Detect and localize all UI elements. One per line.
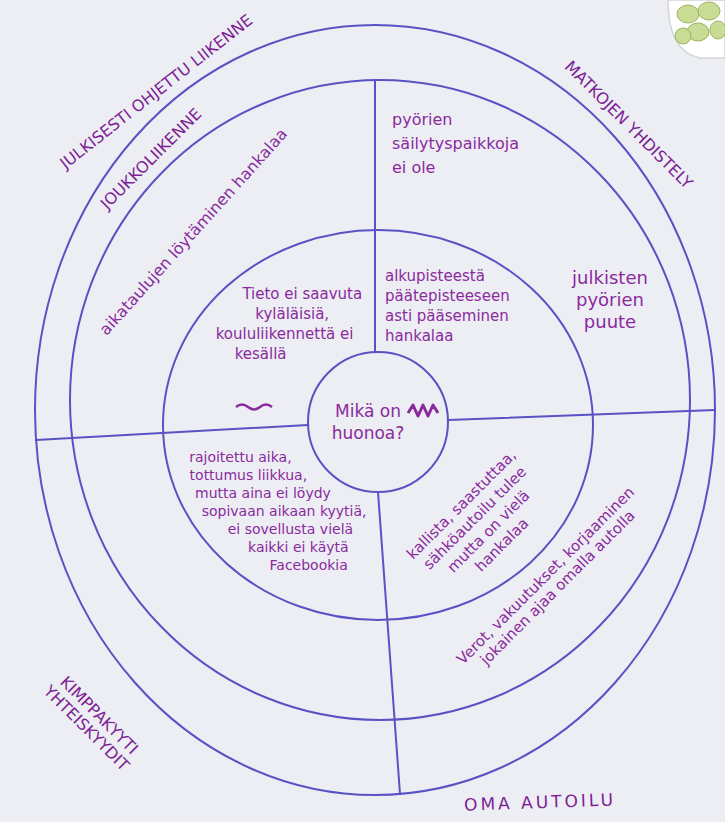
text-slot: MATKOJEN YHDISTELY <box>560 58 695 193</box>
ring-text: MATKOJEN YHDISTELY <box>560 58 695 193</box>
ring-text: alkupisteestä päätepisteeseen asti pääse… <box>385 266 515 346</box>
ring-text: julkisten pyörien puute <box>560 267 660 333</box>
divider-line <box>374 80 376 352</box>
text-slot: OMA AUTOILU <box>464 789 617 814</box>
circle-outline <box>70 80 690 720</box>
text-slot: KIMPPAKYYTI YHTEISKYYDIT <box>35 665 149 779</box>
ring-text: OMA AUTOILU <box>464 789 617 814</box>
grape <box>675 28 691 44</box>
circle-line <box>35 25 715 795</box>
ring-text: KIMPPAKYYTI YHTEISKYYDIT <box>35 665 149 779</box>
text-slot: rajoitettu aika, tottumus liikkua, mutta… <box>160 448 372 600</box>
wrap-guide <box>165 284 237 420</box>
divider-line <box>378 492 400 794</box>
ring-text: Mikä on huonoa? <box>323 400 413 444</box>
grape <box>710 21 725 39</box>
outer-circle: Mikä on huonoa? Tieto ei saavuta kyläläis… <box>35 25 715 795</box>
text-slot: Tieto ei saavuta kyläläisiä, koululiiken… <box>165 284 372 420</box>
inner-ring-circle: Mikä on huonoa? Tieto ei saavuta kyläläis… <box>163 230 593 620</box>
divider-line <box>448 410 715 420</box>
ring-text: rajoitettu aika, tottumus liikkua, mutta… <box>189 449 366 573</box>
middle-ring-circle: Mikä on huonoa? Tieto ei saavuta kyläläis… <box>70 80 690 720</box>
text-slot: Mikä on huonoa? <box>323 400 413 444</box>
crossed-out-scribble <box>408 405 438 416</box>
ring-text: pyörien säilytyspaikkoja ei ole <box>392 108 532 180</box>
wrap-guide <box>301 284 372 420</box>
grape <box>698 2 720 20</box>
center-circle: Mikä on huonoa? <box>308 352 448 492</box>
divider-line <box>36 425 308 440</box>
circle-outline <box>308 352 448 492</box>
circle-line <box>308 352 448 492</box>
ring-text: Tieto ei saavuta kyläläisiä, koululiiken… <box>216 285 362 363</box>
text-slot: julkisten pyörien puute <box>560 267 660 333</box>
text-slot: pyörien säilytyspaikkoja ei ole <box>392 108 532 180</box>
text-slot: alkupisteestä päätepisteeseen asti pääse… <box>385 266 515 346</box>
circle-line <box>70 80 690 720</box>
grape-bowl <box>668 0 725 58</box>
grape <box>677 5 699 23</box>
stray-mark <box>236 405 272 410</box>
circle-line <box>163 230 593 620</box>
